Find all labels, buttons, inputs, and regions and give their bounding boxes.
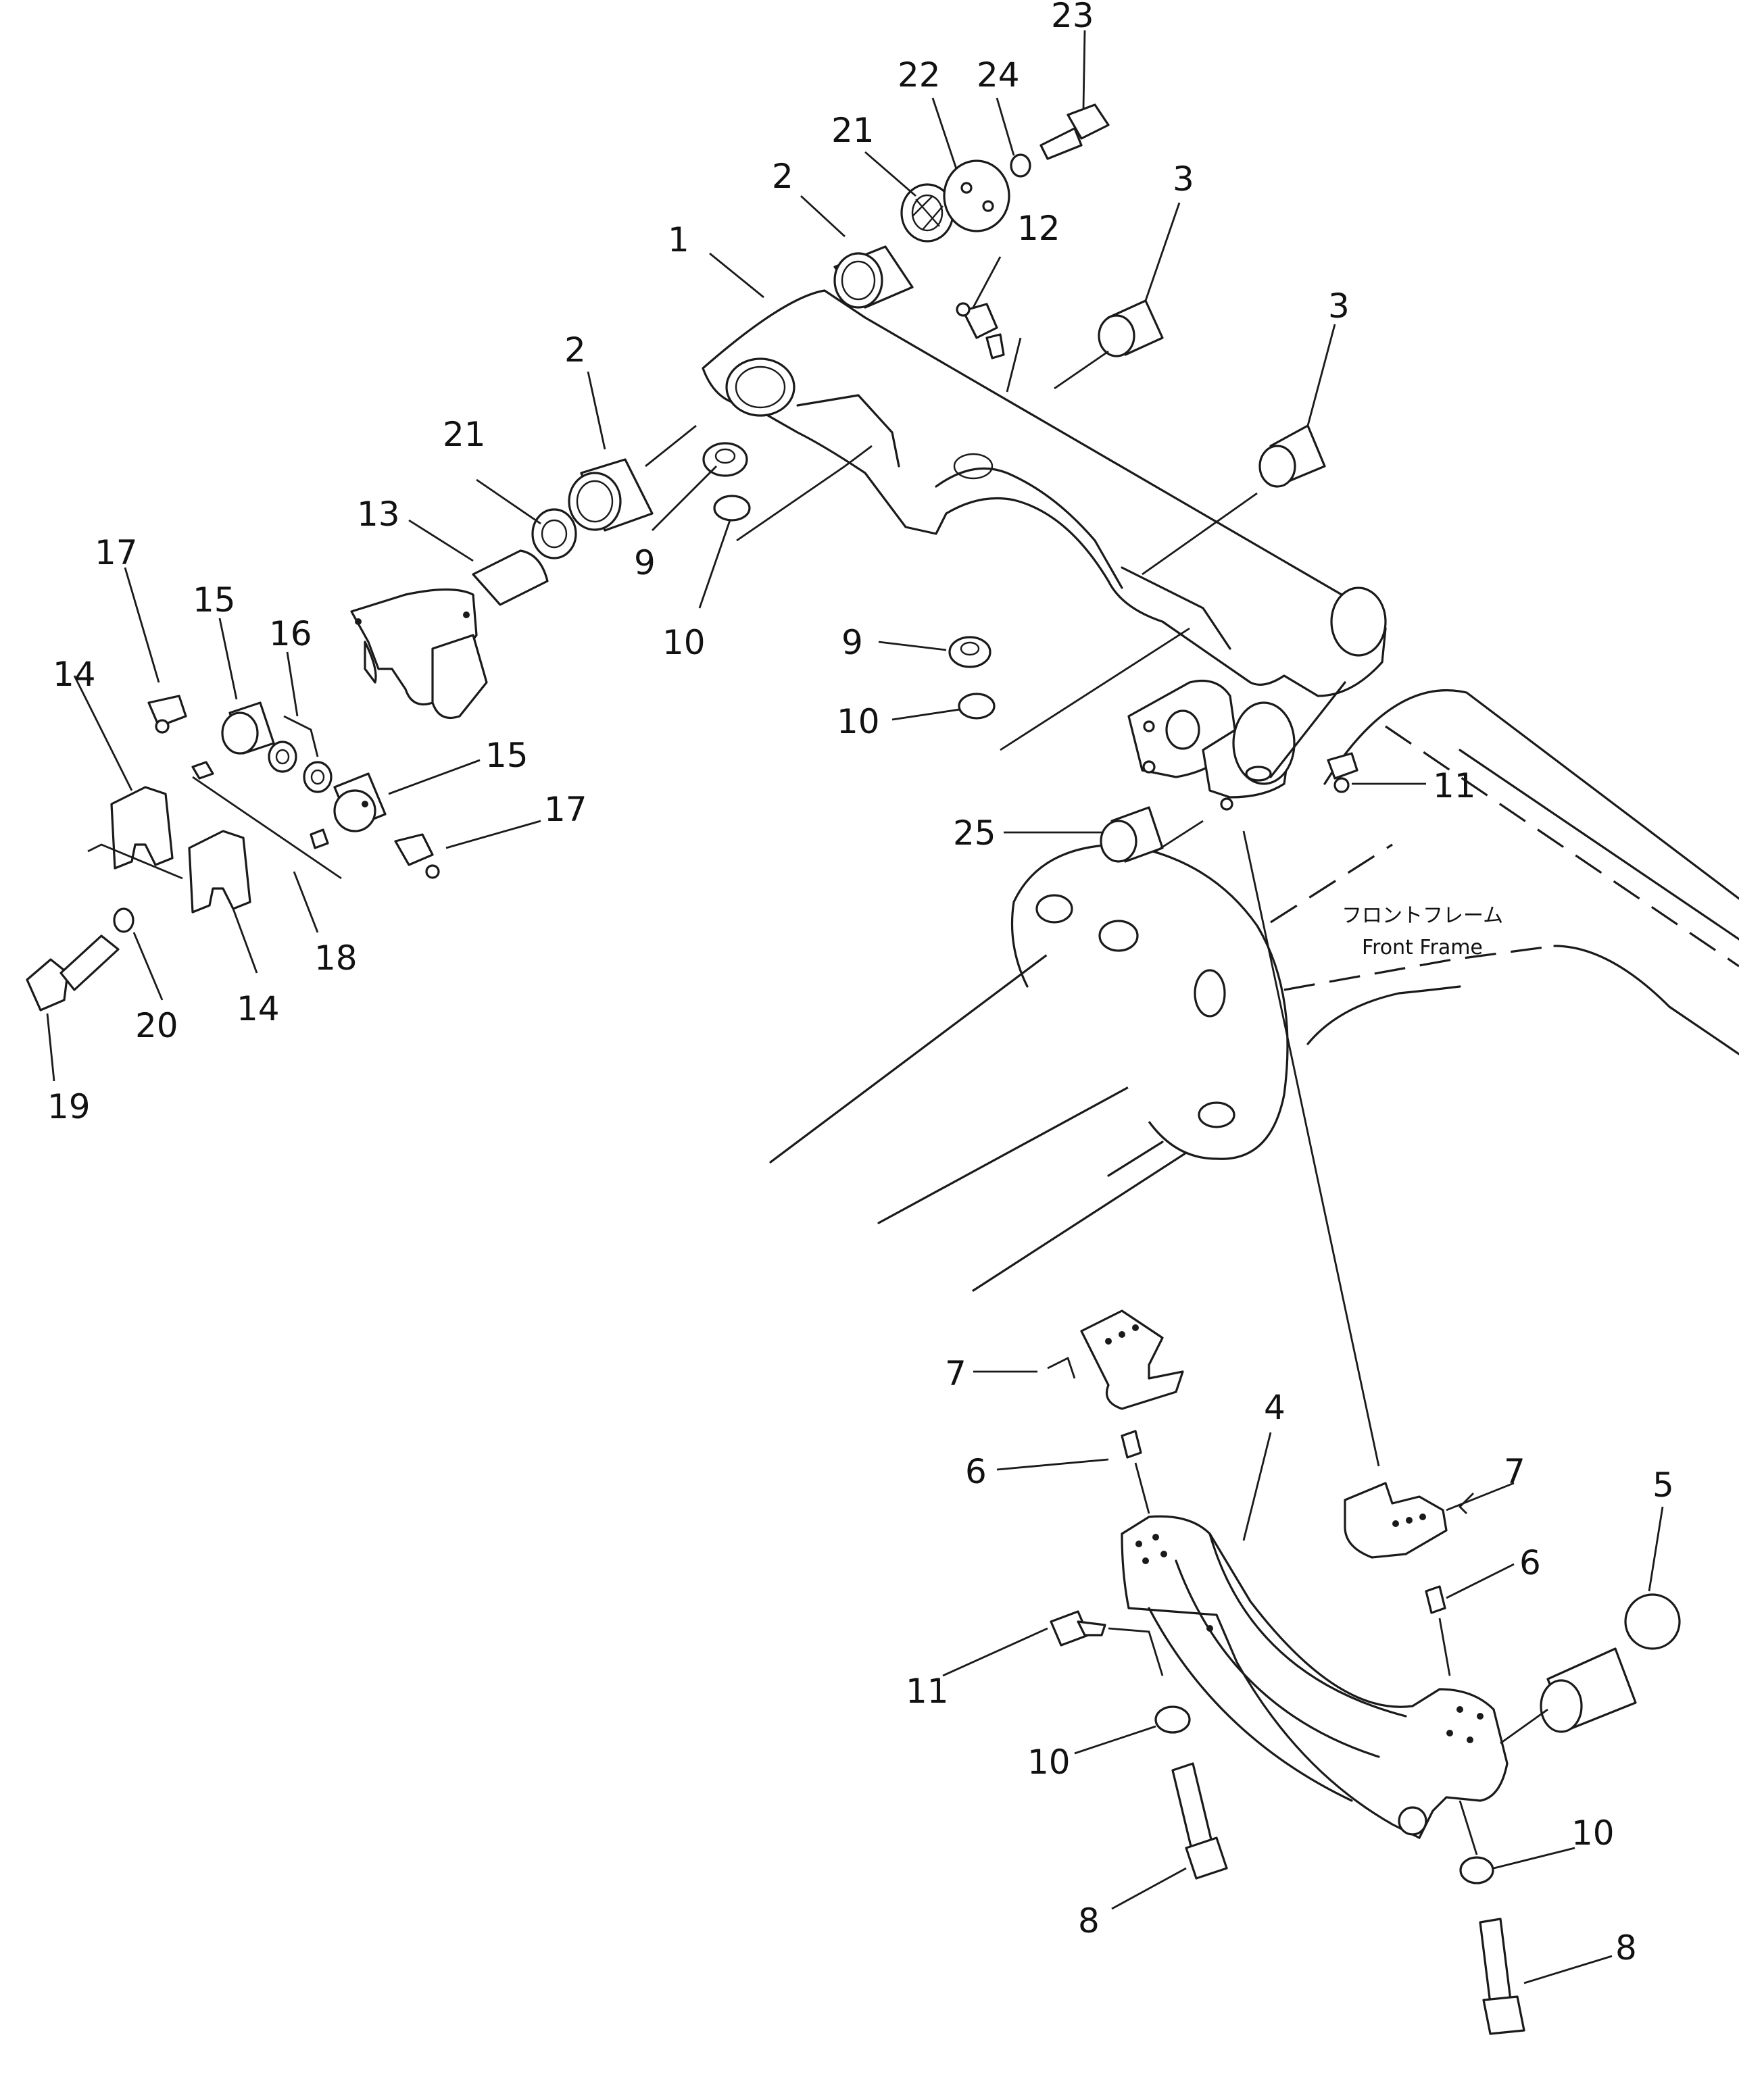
bearing-16-b (303, 761, 333, 793)
washer-10-mid (958, 693, 996, 720)
callout-8-b: 8 (1615, 1928, 1637, 1968)
callout-13: 13 (357, 495, 400, 534)
grease-fitting-17-a (147, 695, 187, 734)
washer-10-upper (713, 495, 751, 522)
callout-1: 1 (668, 220, 689, 259)
pin-6-a (1121, 1430, 1142, 1459)
seal-21-upper (900, 183, 954, 243)
callout-12: 12 (1017, 209, 1060, 248)
callout-11-upper: 11 (1433, 766, 1476, 805)
callout-24: 24 (977, 55, 1020, 95)
callout-9-lower: 9 (841, 623, 863, 662)
callout-7-b: 7 (1504, 1452, 1525, 1491)
main-arm (702, 289, 1387, 811)
callout-15-b: 15 (485, 736, 529, 775)
front-frame-label-jp: フロントフレーム (1342, 904, 1503, 928)
callout-21-upper: 21 (831, 111, 875, 150)
clamp-14-a (110, 786, 174, 870)
nut-9-upper (702, 442, 748, 477)
lower-yoke (1121, 1515, 1509, 1839)
bush-3-a (1098, 299, 1164, 357)
nut-9-lower (948, 636, 991, 668)
grease-fitting-12 (956, 302, 1005, 359)
pin-6-b (1425, 1585, 1446, 1614)
cross-shaft-13 (350, 549, 549, 720)
plate-7-lower (1344, 1482, 1448, 1559)
bolt-23 (1039, 103, 1110, 160)
callout-17-b: 17 (544, 790, 587, 829)
grease-fitting-17-b (394, 833, 440, 879)
pin-18-b (310, 828, 329, 849)
callout-6-b: 6 (1519, 1543, 1541, 1582)
clamp-14-b (188, 830, 251, 914)
callout-9-upper: 9 (634, 543, 656, 582)
bush-25 (1100, 806, 1164, 863)
callout-2-lower: 2 (564, 330, 586, 370)
callout-23: 23 (1051, 0, 1094, 35)
bearing-16-a (268, 741, 297, 773)
callout-25: 25 (953, 814, 996, 853)
callout-leaders (46, 30, 1664, 1984)
bolt-8-b (1479, 1918, 1525, 2035)
callout-7-a: 7 (945, 1354, 966, 1393)
callout-10-upper: 10 (662, 623, 706, 662)
callout-19: 19 (47, 1087, 91, 1126)
front-frame-label-en: Front Frame (1362, 936, 1483, 959)
callout-14-a: 14 (53, 655, 96, 694)
callout-11-lower: 11 (906, 1672, 949, 1711)
pin-5 (1540, 1593, 1681, 1733)
callout-20: 20 (135, 1006, 178, 1045)
bush-3-b (1258, 424, 1326, 488)
callout-22: 22 (898, 55, 941, 95)
front-frame: フロントフレーム Front Frame (769, 689, 1739, 1292)
pin-18-a (191, 761, 214, 780)
callout-16: 16 (269, 614, 312, 653)
seal-21-lower (531, 508, 577, 559)
grease-fitting-11-upper (1327, 752, 1358, 793)
washer-10-left (1154, 1705, 1191, 1734)
washer-10-right (1459, 1856, 1494, 1884)
collar-15-b (333, 772, 387, 832)
callout-8-a: 8 (1078, 1901, 1100, 1941)
bolt-19 (26, 934, 120, 1011)
callout-2-upper: 2 (772, 157, 793, 196)
callout-3-b: 3 (1328, 286, 1350, 326)
callout-4: 4 (1264, 1388, 1285, 1427)
bolt-8-a (1171, 1762, 1228, 1880)
callout-numbers: 1 2 2 3 3 4 5 6 6 7 7 8 8 9 9 10 10 10 1… (47, 0, 1674, 1968)
callout-18: 18 (314, 939, 358, 978)
collar-15-a (221, 701, 275, 755)
callout-21-lower: 21 (443, 415, 486, 454)
washer-20 (113, 907, 134, 933)
callout-10-left: 10 (1027, 1743, 1071, 1782)
callout-6-a: 6 (965, 1452, 987, 1491)
callout-5: 5 (1652, 1466, 1674, 1505)
callout-10-mid: 10 (837, 702, 880, 741)
callout-15-a: 15 (193, 580, 236, 620)
bush-2-lower (568, 458, 654, 532)
callout-14-b: 14 (237, 989, 280, 1028)
callout-3-a: 3 (1173, 159, 1194, 199)
washer-24 (1010, 153, 1031, 178)
grease-fitting-11-lower (1050, 1610, 1106, 1647)
plate-22 (943, 159, 1010, 232)
assembly-lines (87, 337, 1548, 1855)
callout-17-a: 17 (95, 533, 138, 572)
callout-10-right: 10 (1571, 1814, 1615, 1853)
bush-2-upper (833, 245, 914, 309)
plate-7-upper (1080, 1309, 1184, 1410)
